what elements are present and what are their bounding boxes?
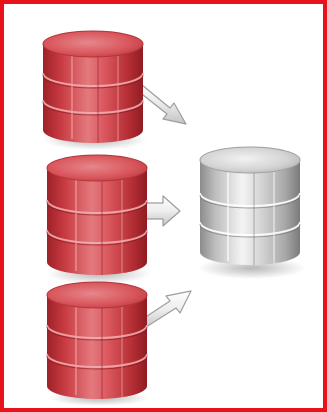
database-cylinder-icon xyxy=(199,146,301,265)
database-cylinder-icon xyxy=(46,154,148,275)
source-database-3 xyxy=(46,281,149,406)
database-cylinder-icon xyxy=(42,30,144,143)
source-database-1 xyxy=(42,30,147,150)
source-database-2 xyxy=(46,154,151,284)
arrow-icon xyxy=(137,290,192,330)
database-cylinder-icon xyxy=(46,281,148,399)
target-database xyxy=(198,146,306,279)
